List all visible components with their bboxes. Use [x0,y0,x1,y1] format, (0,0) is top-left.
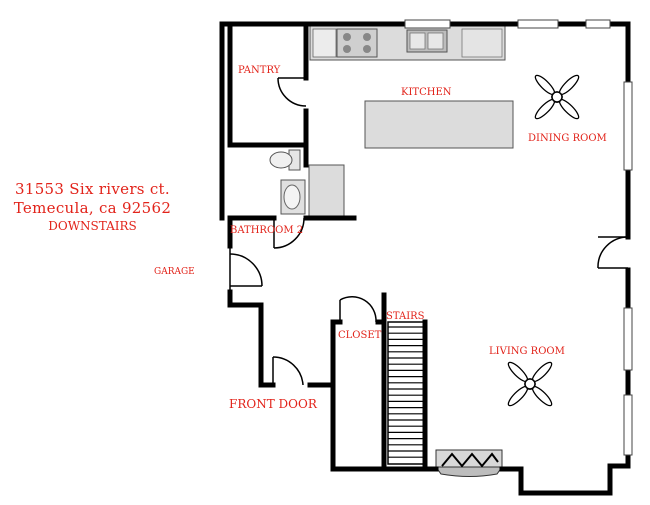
label-stairs: STAIRS [386,311,425,322]
bathroom-cabinet [308,164,345,219]
ceiling-fan-icon-dining [534,74,580,120]
address-line-2: Temecula, ca 92562 [13,199,172,217]
label-kitchen: KITCHEN [401,87,452,98]
sink-icon [406,29,448,53]
door-swings [229,77,629,386]
label-living-room: LIVING ROOM [489,346,565,357]
walls [219,21,631,496]
dishwasher-icon [461,28,503,58]
fireplace-icon [435,449,503,477]
address-block: 31553 Six rivers ct. Temecula, ca 92562 … [0,180,185,233]
ceiling-fan-icon-living [507,361,553,407]
label-garage: GARAGE [154,267,195,277]
label-closet: CLOSET [338,330,382,341]
kitchen-island [364,100,514,149]
label-pantry: PANTRY [238,65,281,76]
bathroom-sink-icon [280,179,306,215]
label-front-door: FRONT DOOR [229,397,318,411]
stove-icon [336,28,378,58]
address-line-3: DOWNSTAIRS [48,219,137,233]
label-dining-room: DINING ROOM [528,133,607,144]
stairs [387,321,426,465]
windows [404,19,633,456]
address-line-1: 31553 Six rivers ct. [15,180,170,198]
toilet-icon [269,149,301,171]
label-bathroom-2: BATHROOM 2 [230,225,303,236]
